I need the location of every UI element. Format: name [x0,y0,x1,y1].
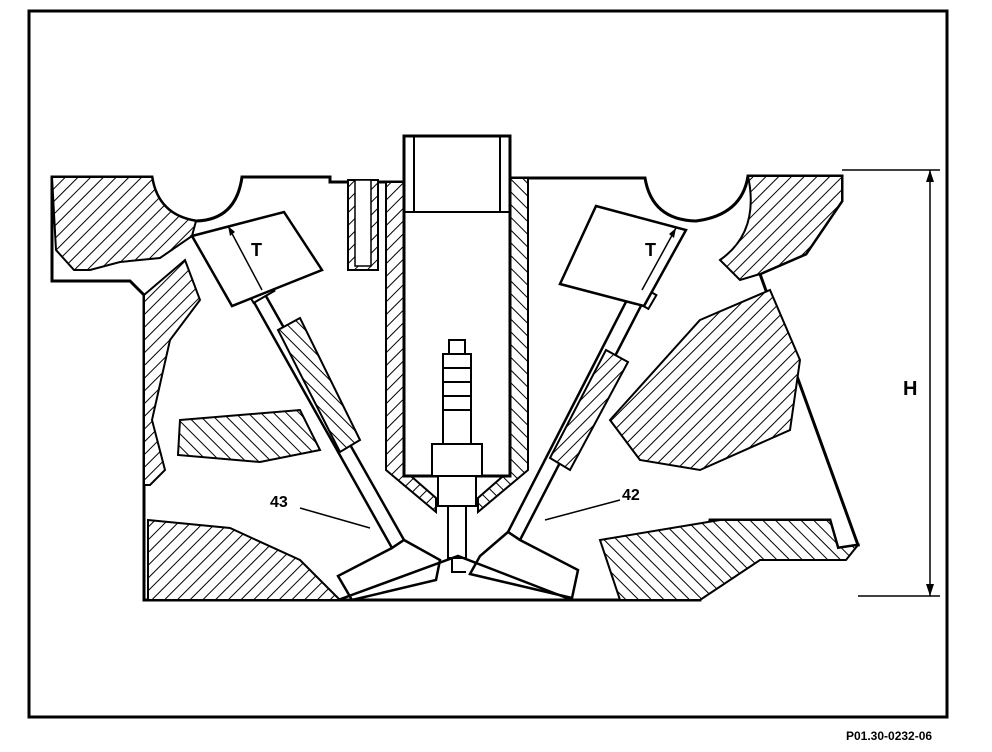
dimension-t-left [227,225,263,291]
figure-reference-code: P01.30-0232-06 [846,729,933,743]
label-43: 43 [270,494,288,511]
leader-42 [544,499,621,521]
exhaust-valve-42 [468,204,688,600]
diagram-border [27,9,949,719]
label-t-left: T [251,240,262,260]
label-42: 42 [622,487,640,504]
intake-valve-43 [190,210,442,602]
label-t-right: T [645,240,656,260]
label-h: H [903,378,917,400]
combustion-chamber [337,554,573,602]
spark-plug [431,339,483,573]
dimension-h [842,169,940,597]
leader-43 [299,507,371,529]
dimension-t-right [641,227,677,291]
